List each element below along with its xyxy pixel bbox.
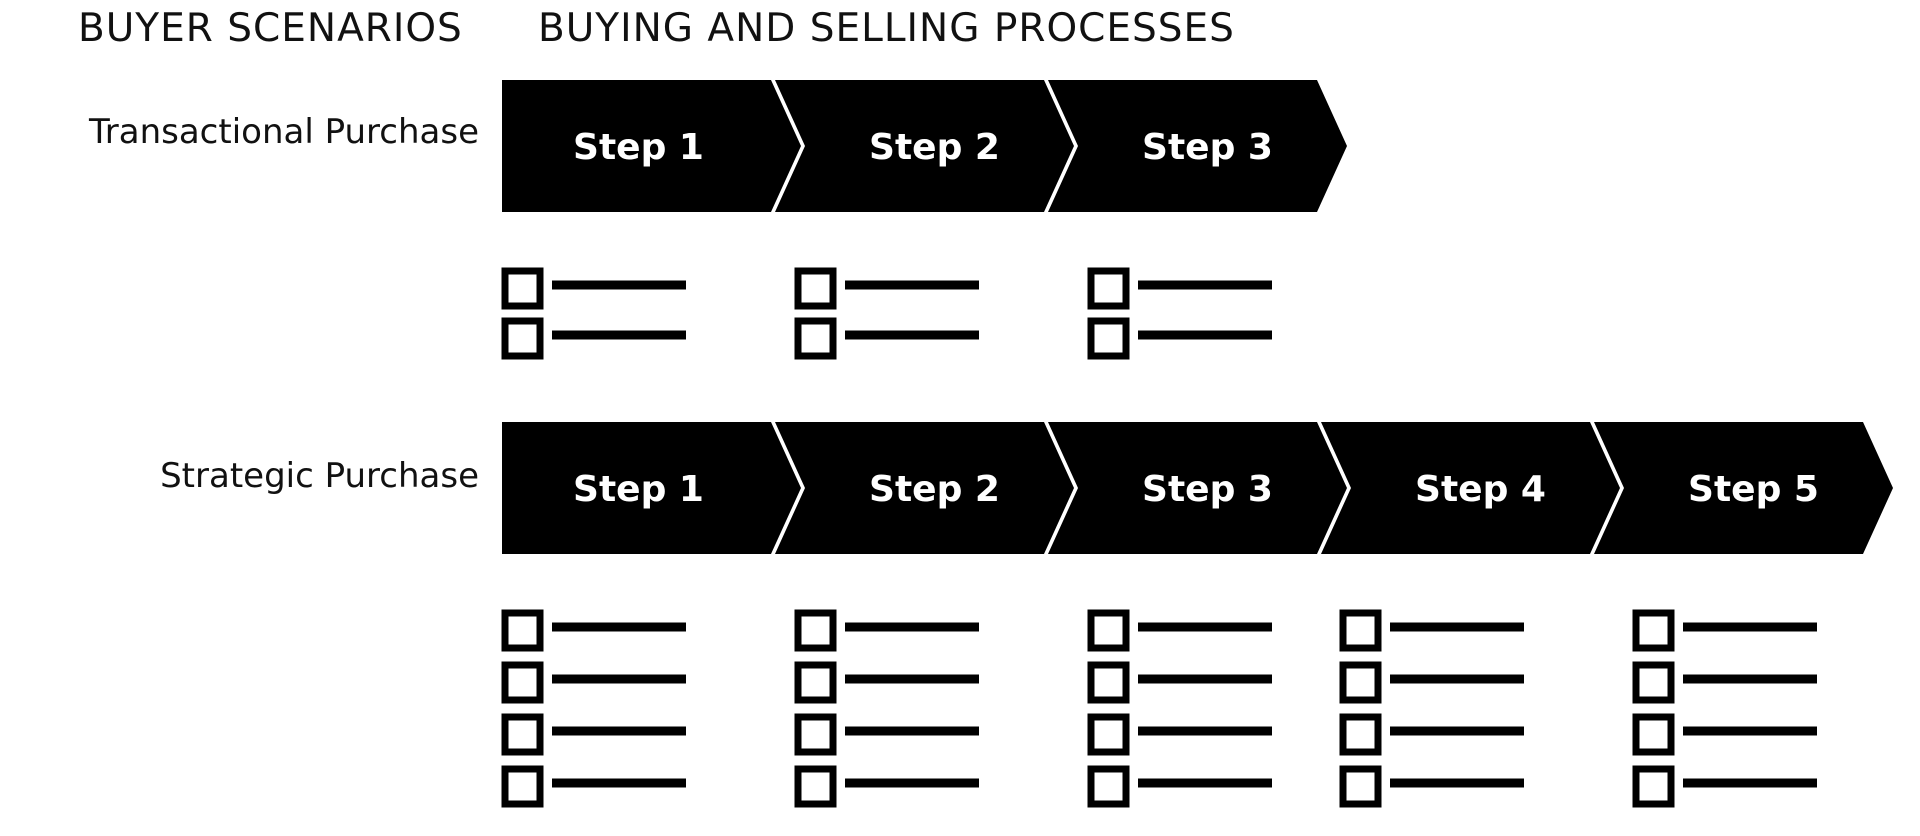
checklist-item-icon [794, 713, 979, 756]
chevron-step-strategic-2 [775, 422, 1074, 554]
checklist-item-icon [794, 765, 979, 808]
checklist-item-icon [1339, 661, 1524, 704]
checklist-item-icon [1087, 317, 1272, 360]
chevron-step-label: Step 5 [1688, 469, 1819, 510]
checklist-item-icon [1632, 661, 1817, 704]
checklist-item-icon [501, 267, 686, 310]
checklist-item-icon [1339, 713, 1524, 756]
checklist-item-icon [1339, 765, 1524, 808]
checklist-item-icon [794, 609, 979, 652]
checklist-item-icon [501, 661, 686, 704]
chevron-step-transactional-3 [1048, 80, 1347, 212]
checklist-item-icon [501, 765, 686, 808]
chevron-step-label: Step 2 [869, 469, 1000, 510]
checklist-item-icon [794, 661, 979, 704]
checklist-item-icon [1087, 661, 1272, 704]
checklist-item-icon [1087, 267, 1272, 310]
checklist-item-icon [794, 317, 979, 360]
checklist-item-icon [1087, 609, 1272, 652]
chevron-step-transactional-2 [775, 80, 1074, 212]
chevron-step-label: Step 1 [573, 127, 704, 168]
checklist-item-icon [1632, 765, 1817, 808]
chevron-step-label: Step 1 [573, 469, 704, 510]
row-label-transactional: Transactional Purchase [89, 112, 479, 152]
chevron-step-strategic-5 [1594, 422, 1893, 554]
chevron-step-transactional-1 [502, 80, 801, 212]
checklist-item-icon [1339, 609, 1524, 652]
checklist-item-icon [501, 713, 686, 756]
checklist-item-icon [1632, 713, 1817, 756]
chevron-step-strategic-1 [502, 422, 801, 554]
processes-heading: BUYING AND SELLING PROCESSES [538, 6, 1235, 51]
checklist-item-icon [1632, 609, 1817, 652]
checklist-item-icon [1087, 713, 1272, 756]
chevron-step-label: Step 4 [1415, 469, 1546, 510]
chevron-step-strategic-3 [1048, 422, 1347, 554]
chevron-step-strategic-4 [1321, 422, 1620, 554]
buyer-scenarios-heading: BUYER SCENARIOS [78, 6, 463, 51]
chevron-step-label: Step 3 [1142, 127, 1273, 168]
chevron-step-label: Step 3 [1142, 469, 1273, 510]
chevron-step-label: Step 2 [869, 127, 1000, 168]
checklist-item-icon [794, 267, 979, 310]
checklist-item-icon [1087, 765, 1272, 808]
checklist-item-icon [501, 317, 686, 360]
row-label-strategic: Strategic Purchase [160, 456, 479, 496]
checklist-item-icon [501, 609, 686, 652]
